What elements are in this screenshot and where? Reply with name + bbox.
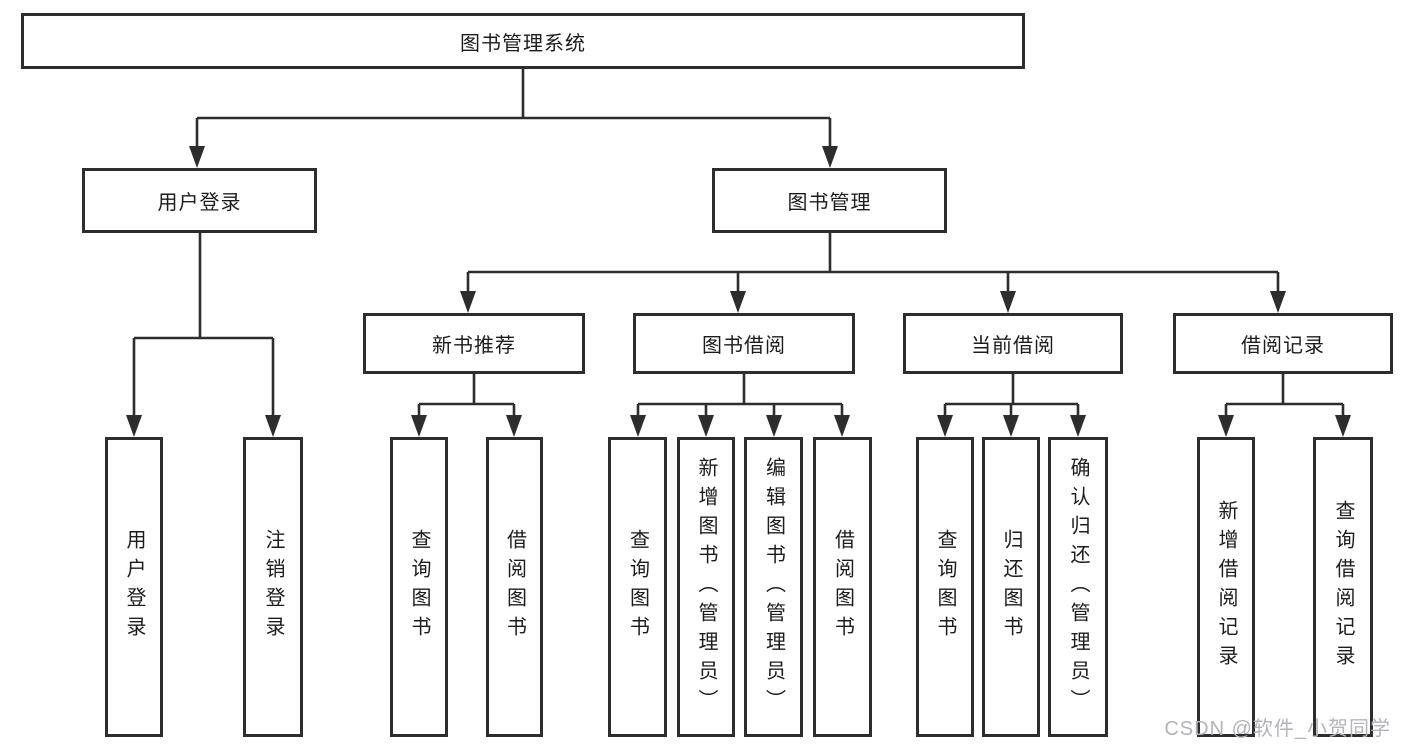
leaf-confirm-return-admin-label: 确认归还（管理员） (1067, 456, 1089, 718)
leaf-borrow-book-1: 借阅图书 (486, 437, 543, 737)
node-current-borrow: 当前借阅 (903, 313, 1123, 374)
leaf-query-book-1-label: 查询图书 (408, 529, 430, 645)
leaf-query-book-3-label: 查询图书 (934, 529, 956, 645)
leaf-query-borrow-record-label: 查询借阅记录 (1332, 500, 1354, 674)
leaf-query-book-3: 查询图书 (916, 437, 974, 737)
node-user-login: 用户登录 (82, 168, 317, 233)
leaf-edit-book-admin: 编辑图书（管理员） (744, 437, 803, 737)
leaf-logout-label: 注销登录 (262, 529, 284, 645)
watermark: CSDN @软件_小贺同学 (1164, 718, 1391, 740)
leaf-add-book-admin-label: 新增图书（管理员） (695, 456, 717, 718)
node-new-book-recommend: 新书推荐 (363, 313, 585, 374)
leaf-return-book: 归还图书 (982, 437, 1040, 737)
leaf-confirm-return-admin: 确认归还（管理员） (1048, 437, 1108, 737)
tree-connector-paths (132, 69, 1345, 422)
leaf-query-book-2-label: 查询图书 (626, 529, 649, 645)
leaf-query-book-1: 查询图书 (390, 437, 448, 737)
leaf-add-borrow-record: 新增借阅记录 (1197, 437, 1255, 737)
leaf-return-book-label: 归还图书 (1000, 529, 1022, 645)
leaf-query-borrow-record: 查询借阅记录 (1313, 437, 1373, 737)
leaf-user-login-label: 用户登录 (123, 529, 145, 645)
leaf-add-borrow-record-label: 新增借阅记录 (1215, 500, 1237, 674)
node-root-system: 图书管理系统 (21, 13, 1025, 69)
node-book-management: 图书管理 (712, 168, 947, 233)
node-borrow-record: 借阅记录 (1173, 313, 1393, 374)
leaf-add-book-admin: 新增图书（管理员） (677, 437, 735, 737)
leaf-user-login: 用户登录 (105, 437, 163, 737)
leaf-query-book-2: 查询图书 (608, 437, 667, 737)
leaf-borrow-book-2: 借阅图书 (813, 437, 872, 737)
leaf-edit-book-admin-label: 编辑图书（管理员） (762, 456, 785, 718)
leaf-borrow-book-1-label: 借阅图书 (503, 529, 526, 645)
leaf-borrow-book-2-label: 借阅图书 (831, 529, 854, 645)
node-book-borrow: 图书借阅 (633, 313, 855, 374)
arrowhead-icons (126, 146, 1351, 437)
leaf-logout: 注销登录 (243, 437, 303, 737)
